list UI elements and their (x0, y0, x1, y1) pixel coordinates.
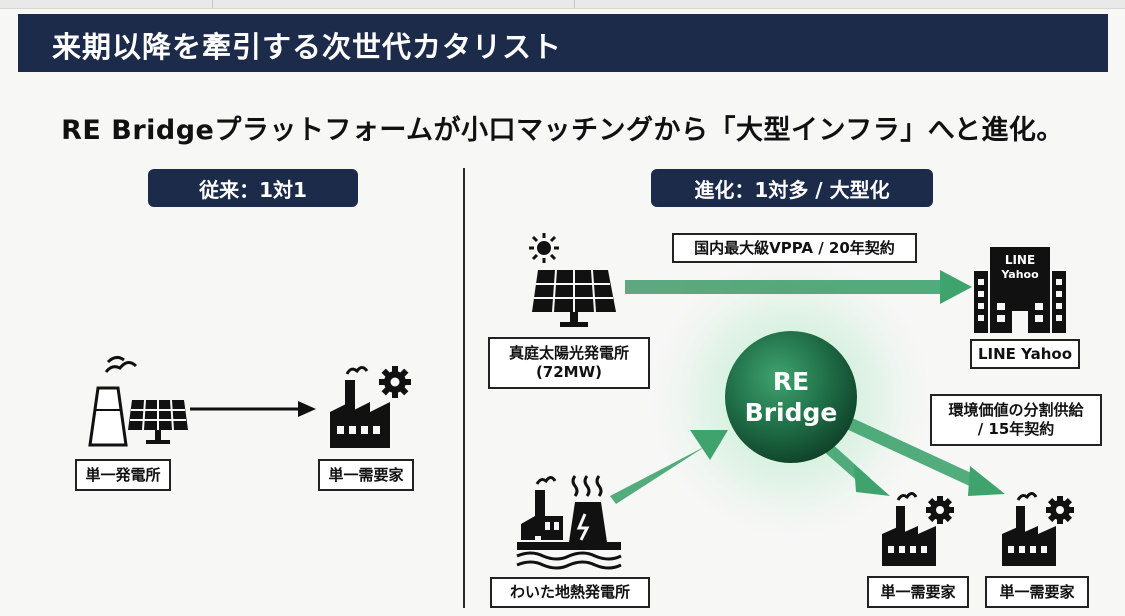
subtitle: RE Bridgeプラットフォームが小口マッチングから「大型インフラ」へと進化。 (61, 115, 1064, 146)
hub-to-consumer2-arrow (842, 416, 1005, 496)
lineyahoo-label: LINE Yahoo (970, 339, 1080, 369)
sun-icon (529, 233, 559, 263)
vppa-label: 国内最大級VPPA / 20年契約 (672, 233, 917, 263)
split-label-line1: 環境価値の分割供給 (948, 401, 1084, 420)
solar-label-line2: (72MW) (535, 363, 603, 381)
strip-divider (212, 0, 213, 8)
geothermal-plant-icon (516, 475, 622, 570)
building-icon (974, 247, 1066, 333)
factory-gear-icon (882, 492, 954, 566)
flow-arrows (610, 247, 1005, 547)
arrow-right-icon (190, 401, 316, 417)
hub-to-consumer1-arrow (822, 442, 890, 496)
power-plant-icon (88, 355, 188, 447)
header-bar: 来期以降を牽引する次世代カタリスト (18, 14, 1108, 72)
building-sign: LINE Yahoo (990, 252, 1050, 283)
left-source-label: 単一発電所 (75, 459, 171, 491)
factory-gear-icon (330, 366, 411, 448)
re-bridge-hub-label: RE Bridge (725, 331, 857, 463)
header-title: 来期以降を牽引する次世代カタリスト (52, 30, 563, 64)
left-target-label: 単一需要家 (318, 459, 414, 491)
building-sign-line1: LINE (1004, 253, 1036, 267)
building-sign-line2: Yahoo (1001, 268, 1039, 282)
hub-line2: Bridge (744, 398, 838, 427)
pill-conventional: 従来：1対1 (148, 169, 358, 207)
geothermal-plant-label: わいた地熱発電所 (490, 577, 650, 608)
solar-panel-icon (529, 233, 616, 327)
section-divider (463, 168, 465, 608)
top-strip (0, 0, 1125, 9)
split-label-line2: / 15年契約 (977, 420, 1055, 438)
steam-icon (571, 475, 603, 497)
strip-divider (574, 0, 575, 8)
consumer1-label: 単一需要家 (867, 576, 969, 608)
consumer2-label: 単一需要家 (985, 576, 1089, 608)
solar-label-line1: 真庭太陽光発電所 (508, 344, 629, 363)
solar-plant-label: 真庭太陽光発電所 (72MW) (488, 337, 650, 389)
hub-line1: RE (772, 366, 810, 396)
split-supply-label: 環境価値の分割供給 / 15年契約 (930, 394, 1102, 446)
factory-gear-icon (1002, 492, 1074, 566)
geo-to-hub-arrow (610, 430, 728, 504)
re-bridge-hub (725, 331, 857, 463)
pill-evolution: 進化：1対多 / 大型化 (651, 169, 933, 207)
vppa-arrow (625, 270, 972, 304)
